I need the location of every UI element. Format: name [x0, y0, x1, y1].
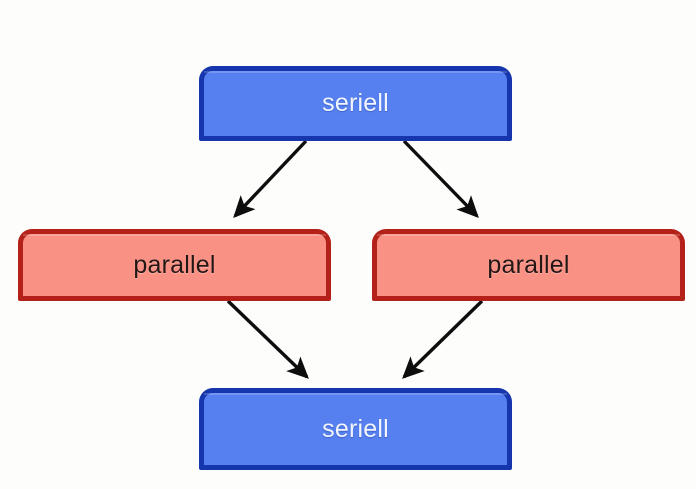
node-label: seriell: [322, 89, 389, 117]
edge-top-to-left: [233, 139, 308, 218]
node-parallel-right[interactable]: parallel: [372, 229, 685, 301]
node-label: parallel: [133, 250, 216, 279]
node-parallel-left[interactable]: parallel: [18, 229, 331, 301]
edge-top-to-right: [402, 139, 479, 218]
node-seriell-bottom[interactable]: seriell: [199, 388, 512, 470]
node-label: seriell: [322, 414, 389, 443]
edge-left-to-bottom: [226, 299, 309, 379]
node-label: parallel: [487, 250, 570, 279]
edge-right-to-bottom: [402, 299, 484, 379]
node-seriell-top[interactable]: seriell: [199, 66, 512, 141]
